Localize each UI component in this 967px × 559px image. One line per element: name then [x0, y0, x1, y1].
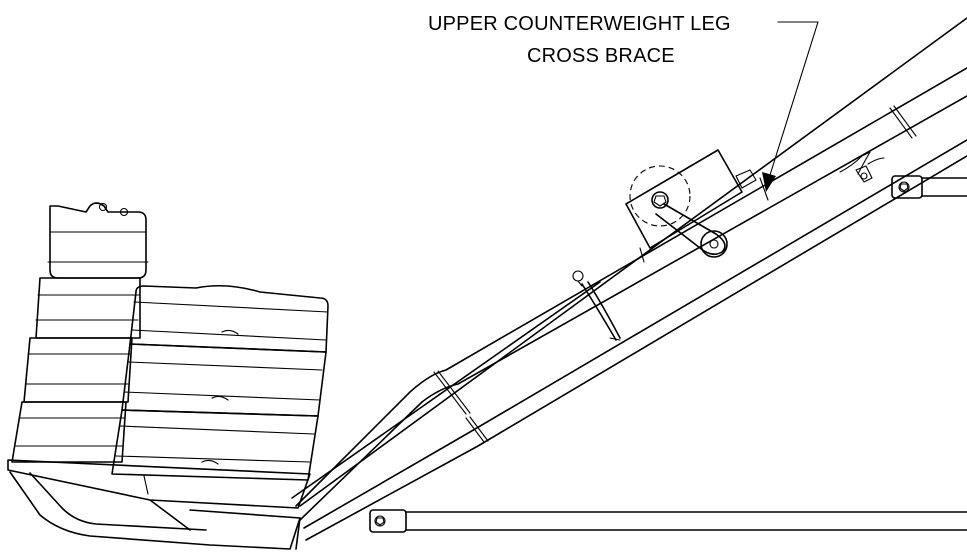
upper-support-bar	[921, 177, 967, 197]
pivot-bolt-lower	[369, 509, 407, 533]
counterweight-stack-right	[111, 284, 329, 481]
lower-support-bar	[405, 511, 967, 531]
counterweight-tray	[7, 459, 311, 550]
winch-assembly	[625, 149, 769, 263]
brace-clip	[839, 151, 885, 183]
main-leg-tubes	[291, 17, 967, 541]
callout-label-line2: CROSS BRACE	[527, 45, 675, 67]
pivot-bolt-upper	[891, 175, 923, 199]
callout-leader	[762, 21, 819, 192]
counterweight-stack-left	[11, 202, 149, 463]
callout-label-line1: UPPER COUNTERWEIGHT LEG	[428, 13, 731, 35]
